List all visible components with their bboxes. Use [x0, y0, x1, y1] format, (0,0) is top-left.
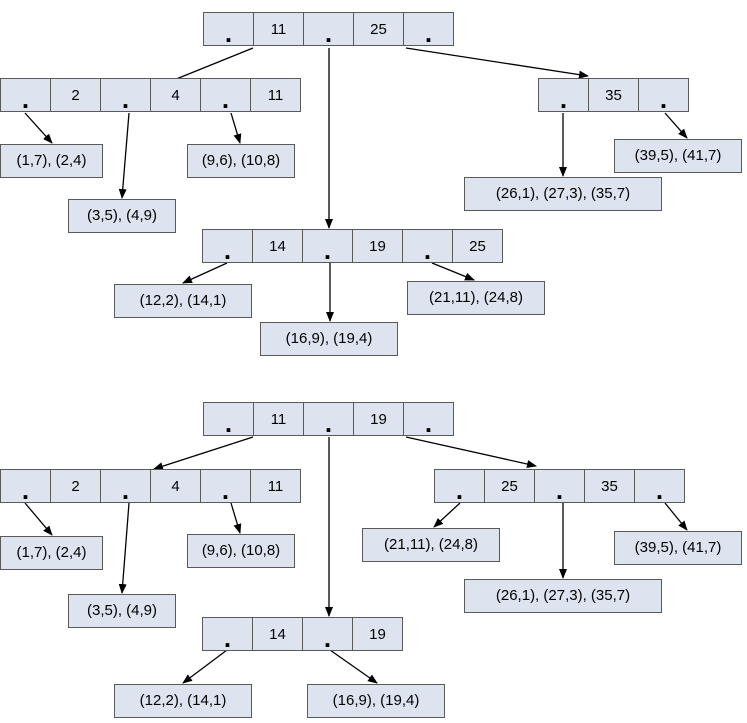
pointer-cell: . — [200, 78, 251, 112]
tree2-right-node: . 25 . 35 . — [434, 469, 685, 503]
pointer-cell: . — [200, 469, 251, 503]
key-cell: 19 — [353, 402, 404, 436]
edge — [118, 502, 130, 594]
leaf-node: (3,5), (4,9) — [68, 199, 176, 233]
leaf-node: (26,1), (27,3), (35,7) — [464, 177, 662, 211]
key-cell: 11 — [253, 402, 304, 436]
pointer-cell: . — [100, 469, 151, 503]
tree2-mid-node: . 14 . 19 — [202, 617, 403, 651]
pointer-cell: . — [202, 229, 253, 263]
pointer-cell: . — [0, 469, 51, 503]
tree2-left-node: . 2 . 4 . 11 — [0, 469, 301, 503]
edge — [230, 502, 242, 534]
leaf-node: (12,2), (14,1) — [114, 284, 252, 318]
edge — [230, 112, 242, 144]
edge — [24, 112, 53, 144]
tree1-root-node: . 11 . 25 . — [203, 12, 454, 46]
pointer-cell: . — [534, 469, 585, 503]
edge — [405, 436, 537, 468]
pointer-cell: . — [100, 78, 151, 112]
pointer-cell: . — [203, 12, 254, 46]
edge — [118, 112, 130, 199]
edge — [433, 502, 461, 528]
leaf-node: (9,6), (10,8) — [187, 534, 295, 568]
key-cell: 2 — [50, 78, 101, 112]
key-cell: 35 — [588, 78, 639, 112]
key-cell: 14 — [252, 229, 303, 263]
leaf-node: (3,5), (4,9) — [68, 594, 176, 628]
leaf-node: (39,5), (41,7) — [614, 531, 742, 565]
edge — [405, 47, 589, 79]
key-cell: 25 — [484, 469, 535, 503]
key-cell: 4 — [150, 469, 201, 503]
key-cell: 2 — [50, 469, 101, 503]
pointer-cell: . — [434, 469, 485, 503]
edge — [24, 502, 53, 536]
edge — [329, 649, 378, 684]
key-cell: 19 — [352, 617, 403, 651]
pointer-cell: . — [302, 617, 353, 651]
key-cell: 19 — [352, 229, 403, 263]
edge — [153, 436, 254, 471]
edge — [664, 112, 688, 139]
leaf-node: (21,11), (24,8) — [362, 528, 500, 562]
tree1-right-node: . 35 . — [538, 78, 689, 112]
leaf-node: (1,7), (2,4) — [0, 144, 103, 178]
key-cell: 14 — [252, 617, 303, 651]
key-cell: 11 — [250, 469, 301, 503]
key-cell: 35 — [584, 469, 635, 503]
edge — [182, 262, 228, 284]
edge — [431, 262, 475, 281]
tree2-root-node: . 11 . 19 . — [203, 402, 454, 436]
pointer-cell: . — [402, 229, 453, 263]
pointer-cell: . — [634, 469, 685, 503]
leaf-node: (26,1), (27,3), (35,7) — [464, 579, 662, 613]
pointer-cell: . — [0, 78, 51, 112]
pointer-cell: . — [203, 402, 254, 436]
leaf-node: (21,11), (24,8) — [407, 281, 545, 315]
tree1-mid-node: . 14 . 19 . 25 — [202, 229, 503, 263]
key-cell: 25 — [353, 12, 404, 46]
pointer-cell: . — [403, 12, 454, 46]
pointer-cell: . — [302, 229, 353, 263]
pointer-cell: . — [538, 78, 589, 112]
pointer-cell: . — [403, 402, 454, 436]
key-cell: 11 — [250, 78, 301, 112]
leaf-node: (16,9), (19,4) — [260, 322, 398, 356]
edge — [182, 649, 228, 684]
pointer-cell: . — [638, 78, 689, 112]
tree1-left-node: . 2 . 4 . 11 — [0, 78, 301, 112]
pointer-cell: . — [202, 617, 253, 651]
leaf-node: (39,5), (41,7) — [614, 139, 742, 173]
leaf-node: (12,2), (14,1) — [114, 684, 252, 718]
leaf-node: (9,6), (10,8) — [187, 144, 295, 178]
edge — [664, 502, 688, 531]
key-cell: 11 — [253, 12, 304, 46]
leaf-node: (16,9), (19,4) — [307, 684, 445, 718]
pointer-cell: . — [303, 402, 354, 436]
pointer-cell: . — [303, 12, 354, 46]
key-cell: 25 — [452, 229, 503, 263]
leaf-node: (1,7), (2,4) — [0, 536, 103, 570]
key-cell: 4 — [150, 78, 201, 112]
